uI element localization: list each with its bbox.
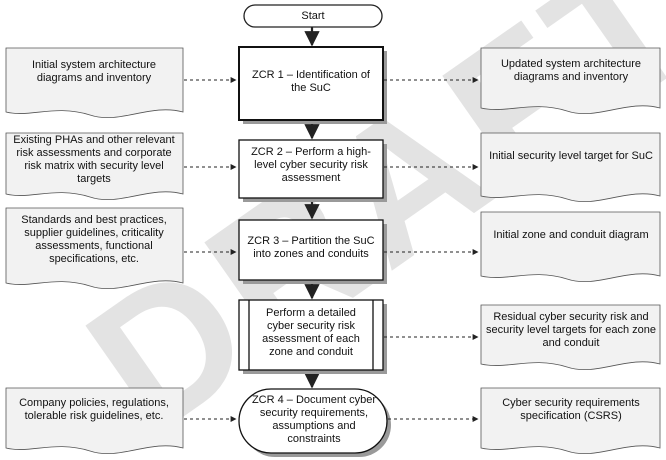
step-zcr1-label: ZCR 1 – Identification of the SuC	[251, 69, 370, 94]
output-doc-4-label: Residual cyber security risk and securit…	[486, 310, 656, 349]
output-doc-5-label: Cyber security requirements specificatio…	[502, 397, 640, 422]
output-documents	[480, 47, 661, 455]
output-doc-2-label: Initial security level target for SuC	[489, 149, 653, 162]
start-label: Start	[301, 9, 325, 22]
output-doc-3-label: Initial zone and conduit diagram	[493, 228, 649, 241]
output-doc-1-label: Updated system architecture diagrams and…	[500, 58, 641, 83]
input-doc-4-label: Company policies, regulations, tolerable…	[19, 397, 169, 422]
step-detailed-label: Perform a detailed cyber security risk a…	[262, 307, 360, 358]
input-doc-3-label: Standards and best practices, supplier g…	[21, 214, 167, 265]
input-doc-1-label: Initial system architecture diagrams and…	[31, 59, 157, 84]
process-boxes	[238, 46, 391, 457]
step-zcr3-label: ZCR 3 – Partition the SuC into zones and…	[247, 235, 375, 260]
dashed-connectors	[184, 77, 479, 422]
step-zcr4-label: ZCR 4 – Document cyber security requirem…	[251, 394, 377, 445]
input-documents	[5, 47, 184, 455]
input-doc-2-label: Existing PHAs and other relevant risk as…	[13, 134, 175, 185]
step-zcr2-label: ZCR 2 – Perform a high-level cyber secur…	[251, 145, 371, 184]
